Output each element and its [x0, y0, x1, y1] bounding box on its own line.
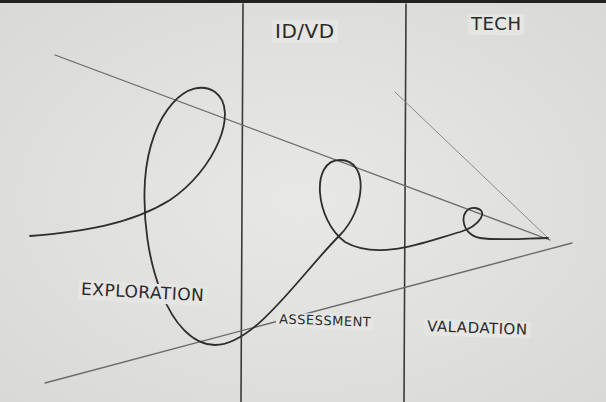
funnel-line	[55, 55, 550, 240]
phase-label: TECH	[468, 14, 524, 35]
phase-divider	[241, 4, 243, 402]
design-loop	[30, 88, 548, 345]
board-edge	[0, 0, 606, 3]
funnel-line	[395, 92, 548, 238]
funnel-line	[45, 243, 572, 383]
phase-label: ID/VD	[272, 20, 338, 43]
phase-divider	[404, 4, 406, 402]
phase-label: VALADATION	[424, 318, 531, 339]
